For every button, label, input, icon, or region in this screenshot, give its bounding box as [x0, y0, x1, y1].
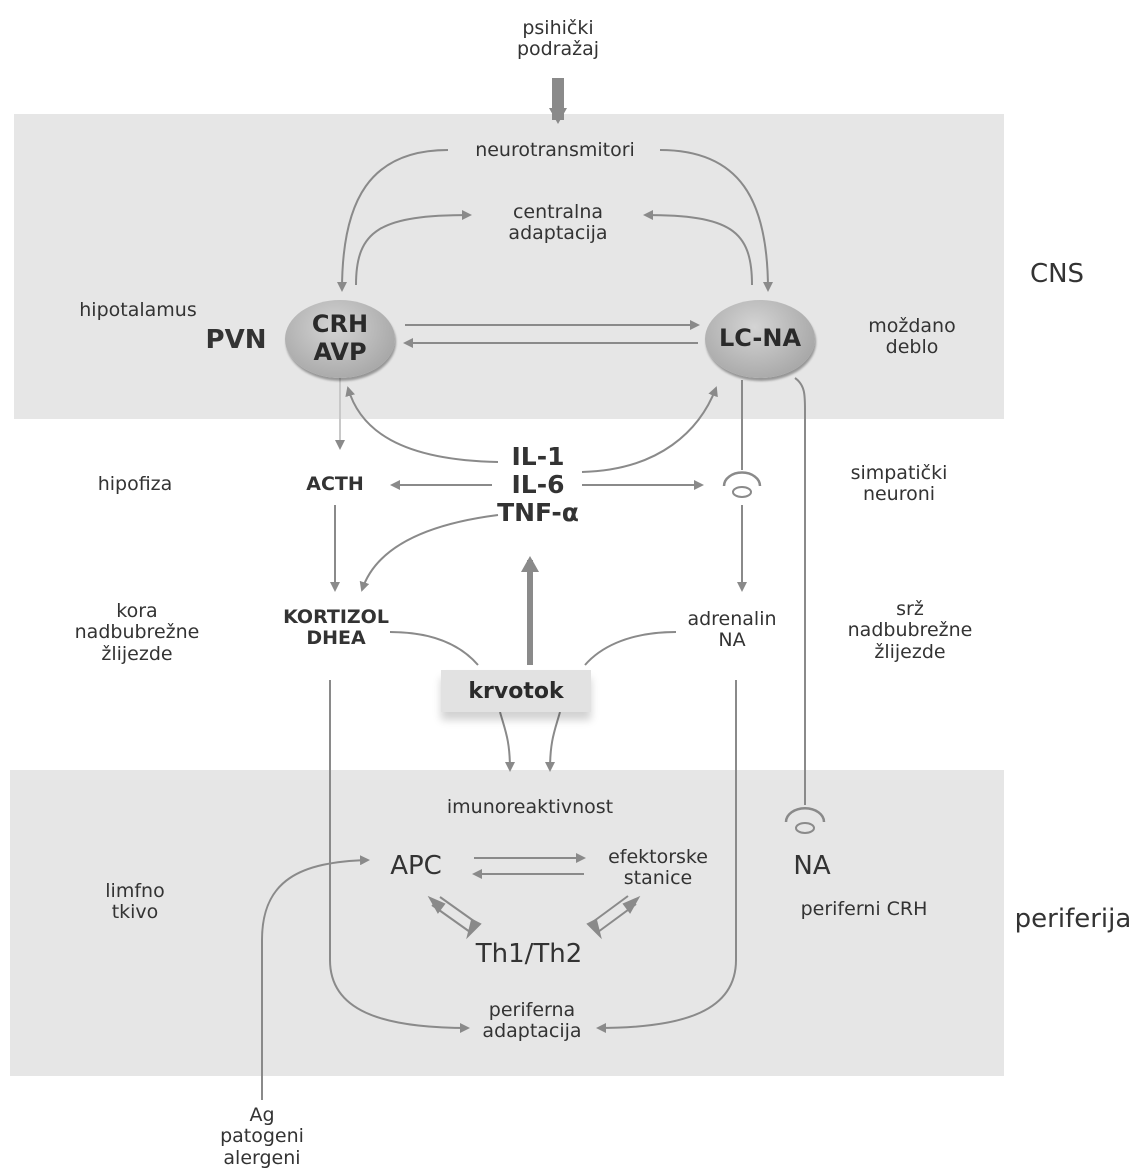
adrenaline-na-label: adrenalin NA [687, 608, 777, 652]
pvn-to-central-arrow [355, 210, 472, 286]
adrenal-medulla-label: srž nadbubrežne žlijezde [847, 598, 973, 663]
lc-na-node: LC-NA [705, 300, 815, 378]
cns-label: CNS [1029, 259, 1085, 289]
cytokine-to-lc-arrow [581, 386, 718, 473]
th1-th2-label: Th1/Th2 [475, 939, 583, 969]
nt-to-lc-arrow [659, 149, 773, 292]
periphery-label: periferija [1014, 904, 1132, 934]
immunoreactivity-label: imunoreaktivnost [446, 796, 614, 818]
periphery-band [10, 770, 1004, 1076]
sympathetic-synapse-icon [722, 471, 762, 487]
cytokines-label: IL-1 IL-6 TNF-α [497, 442, 579, 527]
peripheral-na-label: NA [793, 851, 831, 881]
adrenaline-to-blood-line [584, 631, 677, 666]
lc-to-periphery-line [794, 377, 806, 805]
adrenaline-to-periphery-arrow [596, 680, 737, 1033]
peripheral-crh-label: periferni CRH [800, 898, 928, 920]
neurotransmitters-label: neurotransmitori [475, 139, 635, 161]
pituitary-label: hipofiza [97, 473, 173, 495]
lymphoid-tissue-label: limfno tkivo [105, 880, 165, 924]
blood-to-immuno-arrow-2 [545, 711, 561, 772]
crh-avp-node: CRH AVP [285, 300, 395, 378]
cns-band [14, 114, 1004, 419]
antigen-to-apc-arrow [261, 855, 370, 1100]
cortisol-to-blood-line [389, 631, 479, 666]
stimulus-label: psihički podražaj [516, 17, 600, 61]
pvn-label: PVN [205, 325, 267, 355]
nt-to-pvn-arrow [337, 149, 449, 292]
blood-to-immuno-arrow-1 [499, 711, 515, 772]
acth-label: ACTH [306, 473, 364, 495]
lc-to-central-arrow [643, 210, 753, 286]
cortisol-to-periphery-arrow [329, 680, 470, 1033]
sympathetic-neurons-label: simpatički neuroni [850, 462, 948, 506]
peripheral-adaptation-label: periferna adaptacija [482, 999, 582, 1043]
cytokine-to-cortisol-arrow [359, 514, 499, 592]
cortisol-dhea-label: KORTIZOL DHEA [283, 606, 389, 650]
effector-cells-label: efektorske stanice [608, 846, 708, 890]
cytokine-to-pvn-arrow [345, 386, 499, 463]
adrenal-cortex-label: kora nadbubrežne žlijezde [74, 600, 200, 665]
hypothalamus-label: hipotalamus [79, 299, 197, 321]
antigens-label: Ag patogeni alergeni [220, 1104, 304, 1169]
brainstem-label: moždano deblo [868, 315, 956, 359]
central-adaptation-label: centralna adaptacija [508, 201, 608, 245]
peripheral-synapse-icon [784, 807, 826, 823]
apc-label: APC [390, 851, 442, 881]
bloodstream-box: krvotok [441, 670, 591, 712]
